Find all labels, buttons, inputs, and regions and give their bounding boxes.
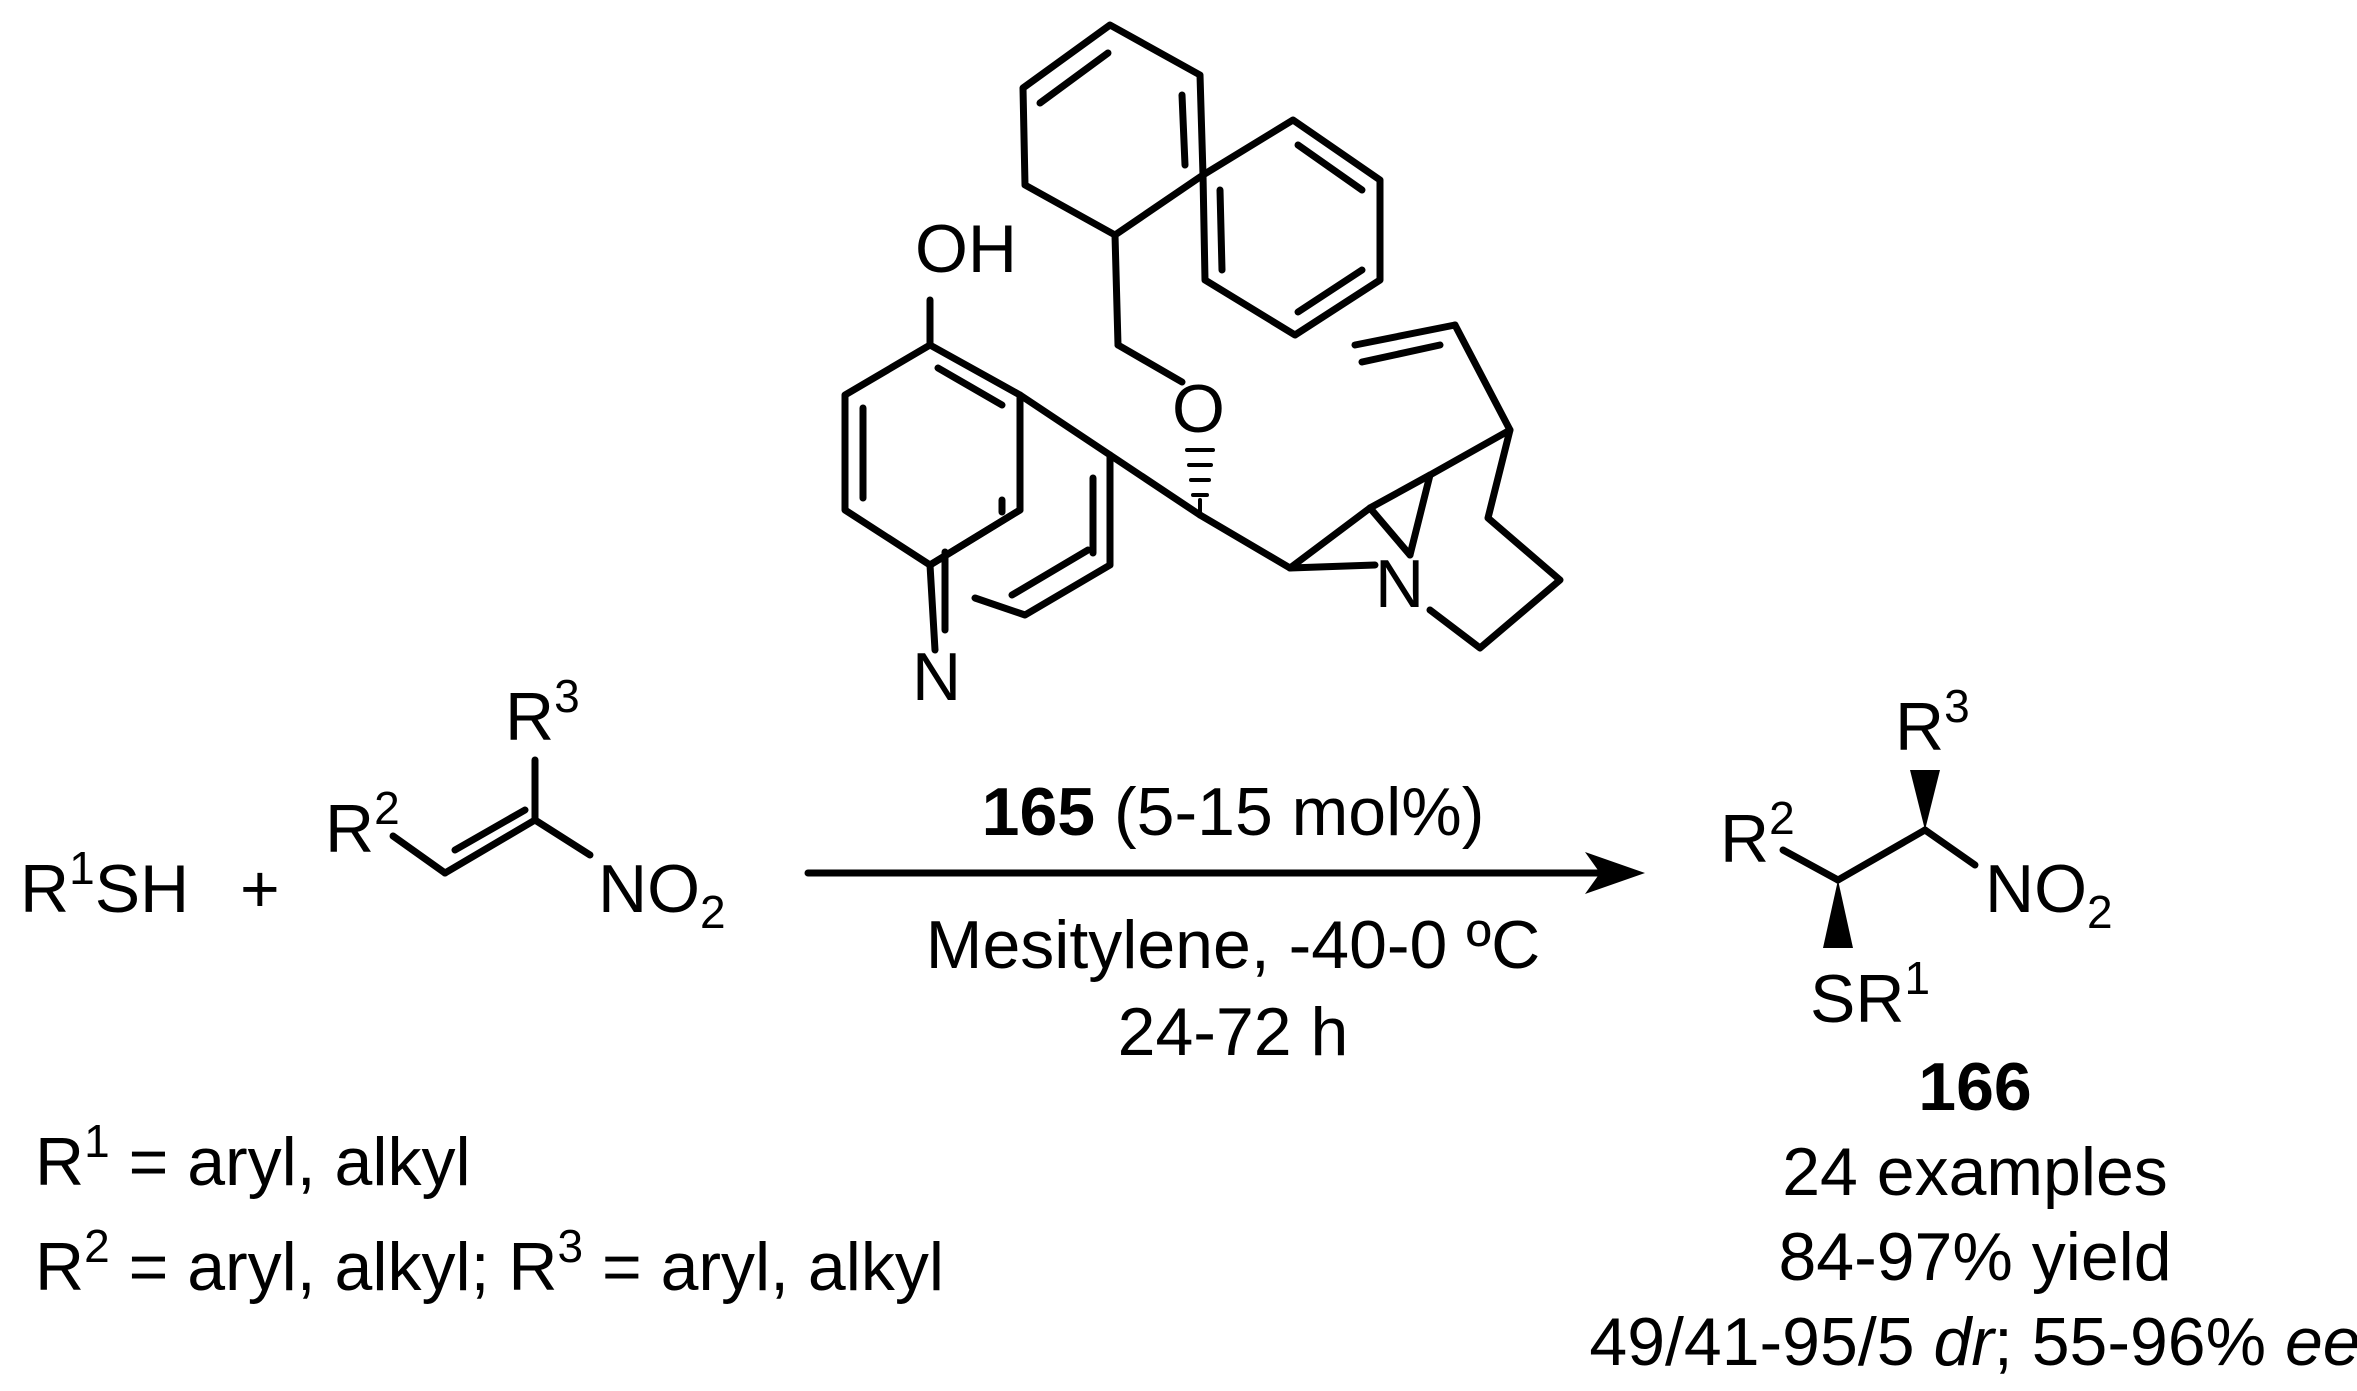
catalyst-loading: (5-15 mol%)	[1095, 774, 1484, 850]
product-166-structure	[1779, 770, 1979, 948]
definition-r2-r3: R2 = aryl, alkyl; R3 = aryl, alkyl	[35, 1220, 944, 1305]
nitroalkene-structure	[389, 756, 594, 877]
catalyst-quinuclidine-nitrogen-label: N	[1375, 546, 1424, 622]
catalyst-quinoline-nitrogen-label: N	[912, 639, 961, 715]
definition-r1: R1 = aryl, alkyl	[35, 1115, 471, 1200]
hashed-wedge-c9-o	[1185, 448, 1215, 514]
nitroalkene-no2-label: NO2	[598, 851, 726, 938]
conditions-solvent-temperature: Mesitylene, -40-0 ºC	[926, 907, 1540, 983]
reactant-thiol: R1SH	[20, 842, 189, 927]
catalyst-caption: 165 (5-15 mol%)	[982, 774, 1485, 850]
product-selectivity: 49/41-95/5 dr; 55-96% ee	[1589, 1304, 2357, 1380]
reaction-arrow	[804, 852, 1645, 894]
product-no2-label: NO2	[1985, 851, 2113, 938]
product-r3-label: R3	[1895, 680, 1970, 765]
conditions-time: 24-72 h	[1118, 994, 1349, 1070]
catalyst-165-structure	[841, 21, 1564, 654]
nitroalkene-r3-label: R3	[505, 670, 580, 755]
catalyst-ether-oxygen-label: O	[1172, 371, 1225, 447]
product-r2-label: R2	[1720, 792, 1795, 877]
product-number: 166	[1918, 1049, 2031, 1125]
product-sr1-label: SR1	[1810, 952, 1930, 1037]
nitroalkene-r2-label: R2	[325, 782, 400, 867]
catalyst-number: 165	[982, 774, 1095, 850]
product-yield: 84-97% yield	[1778, 1219, 2171, 1295]
catalyst-hydroxyl-label: OH	[915, 211, 1017, 287]
product-examples: 24 examples	[1782, 1134, 2168, 1210]
plus-sign: +	[240, 851, 280, 927]
